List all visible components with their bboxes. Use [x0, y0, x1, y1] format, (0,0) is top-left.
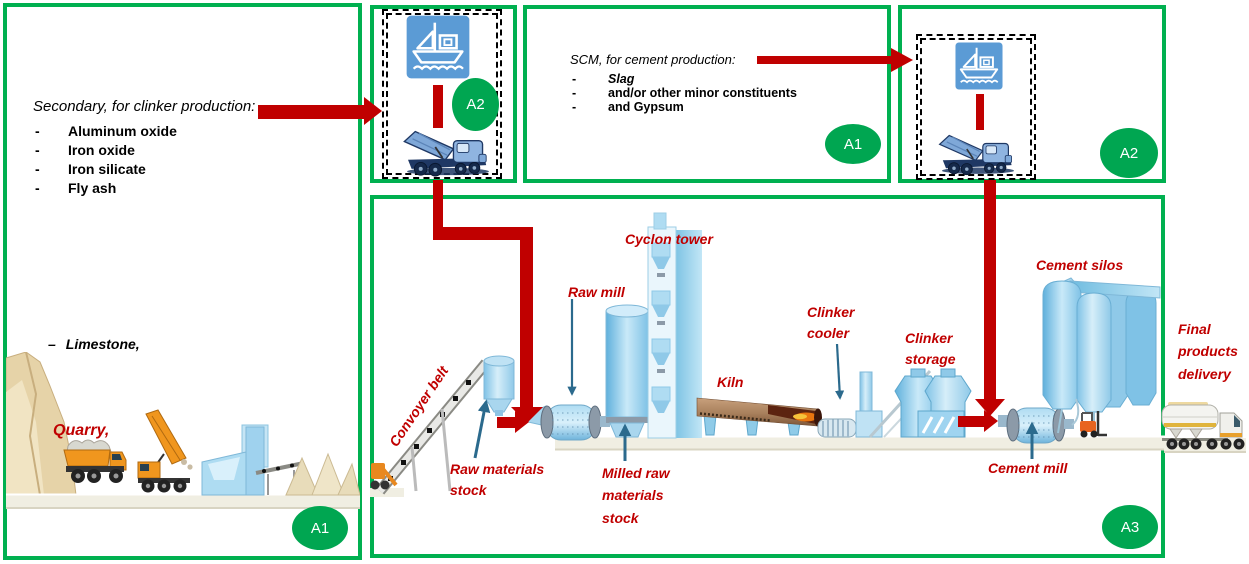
- list-item: - Iron silicate: [33, 160, 343, 179]
- bullet-dash: -: [572, 86, 577, 100]
- clinker-storage-label: Clinker storage: [905, 330, 956, 367]
- cement-silos-icon: [1042, 277, 1161, 434]
- cement-tanker-truck-icon: [1161, 402, 1245, 450]
- clinker-storage-icon: [868, 368, 972, 439]
- plant-box: [370, 195, 1165, 558]
- bullet-dash: -: [35, 142, 40, 158]
- clinker-cooler-label: Clinker cooler: [807, 304, 855, 341]
- import-dashed-frame-right: [916, 34, 1036, 180]
- raw-stock-pointer-arrow: [473, 399, 491, 459]
- stage-badge-a2-left: A2: [452, 78, 499, 131]
- stage-badge-a1-scm: A1: [825, 124, 881, 164]
- cargo-ship-icon: [406, 15, 470, 79]
- haul-truck-icon: [63, 439, 127, 483]
- flow-arrow-scm-to-import: [757, 56, 893, 64]
- list-item-label: Fly ash: [68, 180, 117, 196]
- cement-silos-label: Cement silos: [1036, 257, 1124, 273]
- secondary-list-heading: Secondary, for clinker production:: [33, 98, 256, 115]
- list-item-label: Aluminum oxide: [68, 123, 177, 139]
- flow-arrow-stock-to-mill: [497, 417, 515, 428]
- quarry-box: [3, 3, 362, 560]
- forklift-icon: [1080, 411, 1107, 438]
- scm-box: [523, 5, 891, 183]
- pointer-arrows: [473, 299, 1039, 461]
- ground-strip: [555, 437, 1165, 450]
- limestone-label: Limestone,: [65, 336, 140, 352]
- kiln-icon: [696, 397, 822, 436]
- cyclon-tower-label: Cyclon tower: [625, 231, 713, 247]
- scm-list-heading: SCM, for cement production:: [570, 52, 736, 67]
- stage-badge-a3-plant: A3: [1102, 505, 1158, 549]
- cement-mill-icon: [998, 407, 1074, 444]
- plant-scene: [370, 212, 1165, 497]
- crusher-icon: [201, 424, 269, 496]
- dump-truck-icon: [402, 127, 494, 177]
- raw-mill-label: Raw mill: [568, 284, 625, 300]
- flow-arrowhead: [364, 97, 382, 125]
- list-item: - Iron oxide: [33, 141, 343, 160]
- flow-arrow-storage-to-cement-mill: [958, 416, 984, 427]
- list-item: - Aluminum oxide: [33, 122, 343, 141]
- list-item: - Fly ash: [33, 179, 343, 198]
- kiln-label: Kiln: [717, 374, 744, 390]
- bullet-dash: -: [572, 100, 577, 114]
- list-item-label: and Gypsum: [608, 100, 684, 114]
- stock-piles-icon: [285, 452, 360, 496]
- limestone-item: – Limestone,: [48, 336, 140, 352]
- milled-raw-silo-icon: [605, 304, 649, 438]
- bullet-dash: -: [35, 180, 40, 196]
- flow-bar-to-raw-mill: [520, 227, 533, 408]
- stage-badge-a2-right: A2: [1100, 128, 1158, 178]
- cement-mill-label: Cement mill: [988, 460, 1068, 476]
- clinker-cooler-pointer-arrow: [834, 343, 845, 400]
- milled-raw-materials-stock-label: Milled raw materials stock: [602, 465, 670, 526]
- conveyor-belt-icon: [375, 359, 491, 495]
- bullet-dash: -: [572, 72, 577, 86]
- list-item-label: and/or other minor constituents: [608, 86, 797, 100]
- flow-bar-import-right-down: [984, 180, 996, 400]
- tipping-truck-icon: [137, 409, 193, 493]
- raw-materials-stock-silo-icon: [483, 355, 515, 416]
- flow-bar-ship-to-truck-left: [433, 85, 443, 128]
- ground-strip: [6, 495, 360, 508]
- list-item-label: Iron silicate: [68, 161, 146, 177]
- list-item: - and Gypsum: [570, 100, 870, 114]
- stage-badge-a1-quarry: A1: [292, 506, 348, 550]
- flow-bar-ship-to-truck-right: [976, 94, 984, 130]
- quarry-label: Quarry,: [53, 422, 110, 439]
- raw-materials-stock-label: Raw materials stock: [450, 461, 545, 498]
- flow-bar-elbow: [433, 227, 533, 240]
- import-box-left: [370, 5, 517, 183]
- list-item-label: Slag: [608, 72, 635, 86]
- list-item: - Slag: [570, 72, 870, 86]
- flow-arrowhead: [515, 411, 529, 433]
- raw-mill-icon: [527, 404, 610, 441]
- scm-materials-list: SCM, for cement production: - Slag - and/o…: [570, 52, 870, 114]
- dump-truck-icon: [938, 129, 1018, 178]
- final-products-delivery-label: Final products delivery: [1178, 321, 1238, 382]
- clinker-cooler-icon: [817, 418, 857, 438]
- flow-bar-import-left-down: [433, 180, 443, 240]
- bullet-dash: -: [35, 123, 40, 139]
- import-box-right: [898, 5, 1166, 183]
- chimney-building-icon: [855, 371, 883, 438]
- cargo-ship-icon: [946, 42, 1012, 90]
- quarry-scene: [6, 352, 360, 509]
- list-item: - and/or other minor constituents: [570, 86, 870, 100]
- flow-arrow-secondary-to-import: [258, 105, 366, 119]
- limestone-dash: –: [48, 336, 56, 352]
- loader-icon: [370, 463, 398, 490]
- list-item-label: Iron oxide: [68, 142, 135, 158]
- cyclone-tower-icon: [647, 212, 702, 439]
- flow-arrowhead: [891, 48, 913, 72]
- secondary-materials-list: Secondary, for clinker production: - Alum…: [33, 98, 343, 198]
- bullet-dash: -: [35, 161, 40, 177]
- flow-arrowhead: [984, 410, 998, 432]
